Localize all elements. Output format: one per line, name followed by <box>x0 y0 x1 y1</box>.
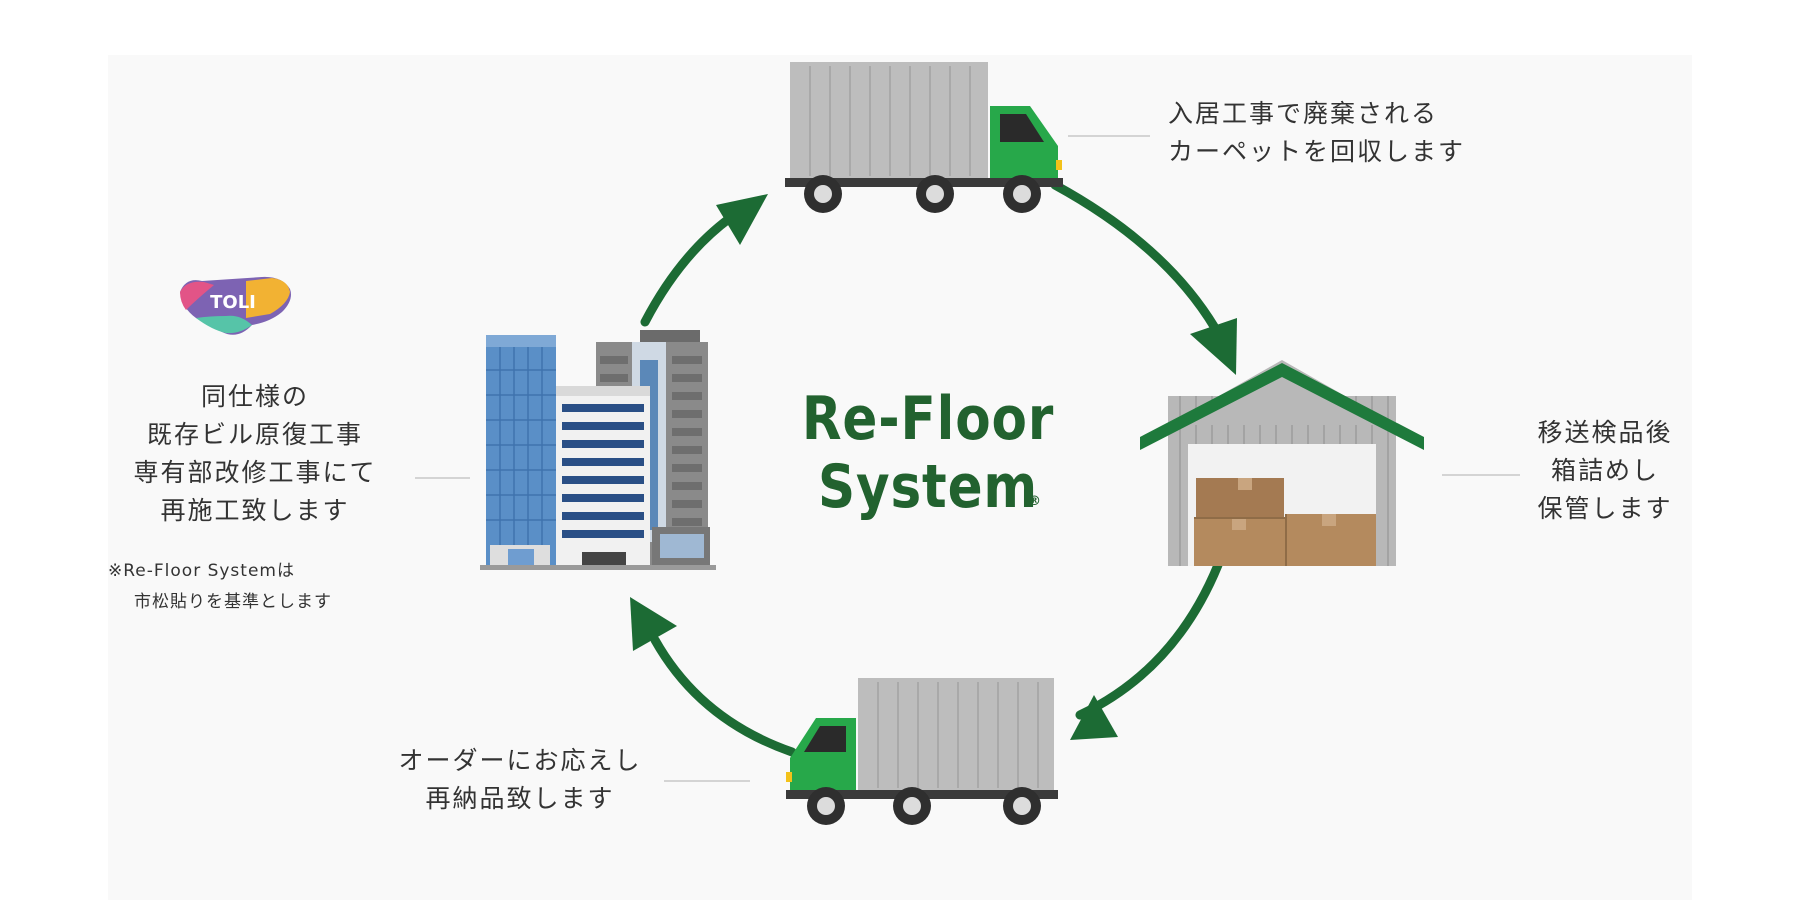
arrow-reinstall-to-collect <box>640 213 735 327</box>
diagram-title: Re-Floor System <box>790 385 1065 521</box>
arrowhead-store <box>1190 318 1237 375</box>
footnote: ※Re-Floor Systemは 市松貼りを基準とします <box>108 556 332 618</box>
step-label-store-line-1: 移送検品後 <box>1537 418 1673 447</box>
truck-icon <box>786 678 1058 825</box>
step-label-store: 移送検品後 箱詰めし 保管します <box>1515 414 1695 528</box>
toli-logo-text: TOLI <box>210 292 256 313</box>
step-label-collect: 入居工事で廃棄される カーペットを回収します <box>1168 95 1465 171</box>
step-label-collect-line-2: カーペットを回収します <box>1168 137 1466 166</box>
step-label-reinstall-line-2: 既存ビル原復工事 <box>146 420 363 449</box>
step-label-deliver-line-2: 再納品致します <box>425 784 615 813</box>
arrow-store-to-deliver <box>1075 560 1223 720</box>
step-label-store-line-2: 箱詰めし <box>1550 456 1659 485</box>
step-label-reinstall-line-3: 専有部改修工事にて <box>133 458 377 487</box>
step-label-reinstall-line-4: 再施工致します <box>160 496 350 525</box>
title-line-1: Re-Floor <box>801 384 1055 454</box>
step-label-store-line-3: 保管します <box>1537 494 1673 523</box>
toli-logo: TOLI <box>180 276 291 335</box>
truck-icon <box>785 62 1063 213</box>
office-building-icon <box>480 330 716 570</box>
step-label-deliver-line-1: オーダーにお応えし <box>398 746 642 775</box>
footnote-line-2: 市松貼りを基準とします <box>134 592 332 612</box>
arrow-deliver-to-reinstall <box>650 635 797 757</box>
step-label-reinstall: 同仕様の 既存ビル原復工事 専有部改修工事にて 再施工致します <box>95 378 415 530</box>
arrowhead-collect <box>716 194 768 245</box>
step-label-deliver: オーダーにお応えし 再納品致します <box>360 742 680 818</box>
cardboard-box-icon <box>1194 478 1376 566</box>
step-label-reinstall-line-1: 同仕様の <box>200 382 309 411</box>
registered-mark: ® <box>1028 494 1041 509</box>
arrow-collect-to-store <box>1050 180 1220 333</box>
arrowhead-deliver <box>1070 695 1118 740</box>
title-line-2: System <box>817 452 1039 522</box>
footnote-line-1: ※Re-Floor Systemは <box>108 561 295 581</box>
arrowhead-reinstall <box>630 597 677 651</box>
step-label-collect-line-1: 入居工事で廃棄される <box>1168 99 1439 128</box>
